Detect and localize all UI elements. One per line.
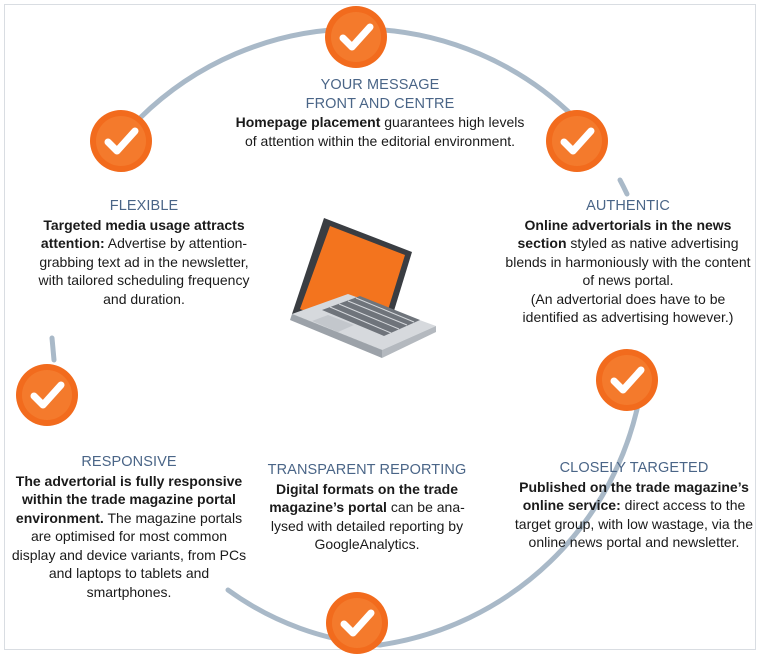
- check-badge-icon: [325, 6, 387, 68]
- laptop-icon: [290, 218, 436, 358]
- check-badge-icon: [16, 364, 78, 426]
- message-title-line1: YOUR MESSAGE: [320, 77, 440, 93]
- targeted-text: direct access to the target group, with …: [514, 497, 754, 550]
- ring-arc-left: [49, 335, 57, 363]
- targeted-title: CLOSELY TARGETED: [559, 460, 709, 476]
- authentic-bold: Online advertorials in the news section: [517, 216, 732, 252]
- section-targeted: CLOSELY TARGETED Published on the trade …: [514, 459, 754, 552]
- responsive-title: RESPONSIVE: [81, 454, 177, 470]
- message-bold: Homepage placement: [235, 114, 381, 130]
- reporting-title: TRANSPARENT REPORTING: [267, 462, 467, 478]
- message-text: guarantees high levels of attention with…: [244, 114, 525, 149]
- flexible-text: Advertise by attention-grabbing text ad …: [38, 235, 250, 307]
- reporting-text: can be ana-lysed with detailed reporting…: [270, 499, 465, 552]
- reporting-bold: Digital formats on the trade magazine’s …: [269, 480, 459, 516]
- section-flexible: FLEXIBLE Targeted media usage attracts a…: [26, 197, 262, 308]
- check-badge-icon: [90, 110, 152, 172]
- check-badge-icon: [596, 349, 658, 411]
- authentic-text: styled as native advertising blends in h…: [505, 235, 751, 288]
- section-authentic: AUTHENTIC Online advertorials in the new…: [504, 197, 752, 327]
- responsive-text: The magazine portals are optimised for m…: [11, 509, 247, 600]
- ring-arc-bottom-right: [377, 392, 643, 648]
- section-responsive: RESPONSIVE The advertorial is fully resp…: [8, 453, 250, 601]
- authentic-title: AUTHENTIC: [586, 198, 670, 214]
- flexible-bold: Targeted media usage attracts attention:: [40, 216, 245, 252]
- check-badge-icon: [326, 592, 388, 654]
- flexible-title: FLEXIBLE: [109, 198, 179, 214]
- targeted-bold: Published on the trade magazine’s online…: [519, 478, 749, 514]
- check-badge-icon: [546, 110, 608, 172]
- diagram-frame: [4, 4, 756, 650]
- message-title-line2: FRONT AND CENTRE: [305, 95, 455, 112]
- responsive-bold: The advertorial is fully responsive with…: [15, 472, 243, 526]
- section-message: YOUR MESSAGE FRONT AND CENTRE Homepage p…: [228, 76, 532, 150]
- section-reporting: TRANSPARENT REPORTING Digital formats on…: [260, 461, 474, 554]
- ring-arc-right-upper: [617, 177, 630, 197]
- authentic-note: (An advertorial does have to be identifi…: [522, 290, 734, 326]
